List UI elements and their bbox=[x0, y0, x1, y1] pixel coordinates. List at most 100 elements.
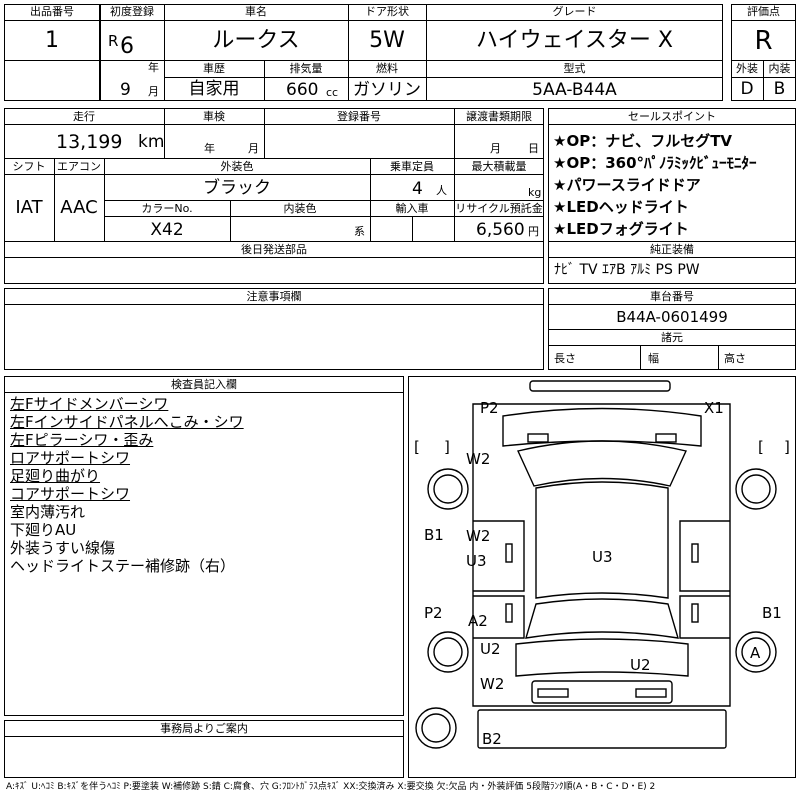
svg-text:W2: W2 bbox=[480, 675, 504, 693]
model-value: 5AA-B44A bbox=[532, 80, 617, 100]
svg-text:P2: P2 bbox=[480, 399, 499, 417]
score-label: 評価点 bbox=[747, 5, 780, 18]
shift-label: シフト bbox=[12, 160, 46, 173]
svg-text:B1: B1 bbox=[762, 604, 782, 622]
later-parts-label: 後日発送部品 bbox=[241, 243, 307, 256]
svg-text:]: ] bbox=[444, 438, 450, 456]
svg-text:U2: U2 bbox=[630, 656, 651, 674]
reg-year: 6 bbox=[120, 34, 134, 59]
svg-text:P2: P2 bbox=[424, 604, 443, 622]
inspector-note: ヘッドライトステー補修跡（右） bbox=[10, 557, 236, 575]
sales-point: ★LEDフォグライト bbox=[553, 220, 689, 238]
svg-text:B1: B1 bbox=[424, 526, 444, 544]
equipment-value: ﾅﾋﾞ TV ｴｱB ｱﾙﾐ PS PW bbox=[554, 262, 700, 278]
import-label: 輸入車 bbox=[395, 202, 429, 215]
exterior-grade-label: 外装 bbox=[736, 62, 758, 75]
inspector-note: コアサポートシワ bbox=[10, 485, 131, 503]
length-label: 長さ bbox=[554, 352, 576, 365]
caution-block bbox=[4, 288, 544, 370]
recycle-label: リサイクル預託金 bbox=[455, 202, 543, 215]
lot-number: 1 bbox=[45, 28, 59, 53]
mileage-unit: km bbox=[138, 132, 165, 152]
svg-text:A: A bbox=[750, 644, 761, 662]
colorno-value: X42 bbox=[150, 220, 184, 240]
interior-color-unit: 系 bbox=[354, 225, 365, 238]
model-label: 型式 bbox=[563, 62, 586, 75]
history-value: 自家用 bbox=[188, 79, 240, 99]
door-label: ドア形状 bbox=[365, 5, 409, 18]
transfer-month-unit: 月 bbox=[490, 142, 501, 155]
mileage-value: 13,199 bbox=[56, 131, 123, 153]
colorno-label: カラーNo. bbox=[141, 202, 193, 215]
transfer-label: 譲渡書類期限 bbox=[466, 110, 532, 123]
load-unit: kg bbox=[528, 186, 542, 199]
inspector-note: 室内薄汚れ bbox=[10, 503, 86, 521]
inspection-year-unit: 年 bbox=[204, 142, 215, 155]
displacement-label: 排気量 bbox=[289, 62, 323, 75]
caution-label: 注意事項欄 bbox=[246, 290, 302, 303]
inspector-note: 左Fインサイドパネルへこみ・シワ bbox=[10, 413, 244, 431]
transfer-day-unit: 日 bbox=[528, 142, 539, 155]
exterior-grade-value: D bbox=[740, 79, 754, 99]
grade-label: グレード bbox=[552, 5, 597, 18]
reg-label: 初度登録 bbox=[110, 5, 154, 18]
inspector-note: 外装うすい線傷 bbox=[10, 539, 116, 557]
inspector-note: 左Fピラーシワ・歪み bbox=[10, 431, 154, 449]
displacement-unit: cc bbox=[326, 86, 339, 99]
inspector-block bbox=[4, 376, 404, 716]
inspector-note: 下廻りAU bbox=[10, 521, 77, 539]
svg-text:U3: U3 bbox=[592, 548, 613, 566]
ac-value: AAC bbox=[60, 197, 98, 218]
interior-grade-label: 内装 bbox=[768, 62, 791, 75]
load-label: 最大積載量 bbox=[471, 160, 527, 173]
capacity-label: 乗車定員 bbox=[390, 160, 434, 173]
door-type: 5W bbox=[369, 28, 405, 53]
equipment-label: 純正装備 bbox=[650, 243, 694, 256]
name-label: 車名 bbox=[245, 5, 267, 18]
shift-value: IAT bbox=[15, 197, 43, 218]
sales-points-block bbox=[548, 108, 796, 284]
sales-label: セールスポイント bbox=[628, 110, 716, 123]
svg-text:U2: U2 bbox=[480, 640, 501, 658]
svg-text:]: ] bbox=[784, 438, 790, 456]
height-label: 高さ bbox=[724, 352, 746, 365]
grade-value: ハイウェイスター X bbox=[476, 28, 673, 53]
sales-point: ★LEDヘッドライト bbox=[553, 198, 689, 216]
fuel-label: 燃料 bbox=[376, 62, 398, 75]
svg-text:X1: X1 bbox=[704, 399, 724, 417]
inspector-note: 左Fサイドメンバーシワ bbox=[10, 395, 169, 413]
chassis-label: 車台番号 bbox=[650, 290, 694, 303]
reg-month: 9 bbox=[120, 80, 131, 100]
sales-point: ★OP：ナビ、フルセグTV bbox=[553, 132, 733, 150]
interior-color-label: 内装色 bbox=[283, 202, 317, 215]
svg-text:[: [ bbox=[414, 438, 420, 456]
svg-text:B2: B2 bbox=[482, 730, 502, 748]
svg-text:W2: W2 bbox=[466, 450, 490, 468]
inspector-note: 足廻り曲がり bbox=[10, 467, 101, 485]
reg-year-unit: 年 bbox=[148, 61, 159, 74]
sales-point: ★OP：360°ﾊﾟﾉﾗﾐｯｸﾋﾞｭｰﾓﾆﾀｰ bbox=[553, 154, 757, 172]
svg-text:A2: A2 bbox=[468, 612, 488, 630]
displacement-value: 660 bbox=[286, 80, 319, 100]
history-label: 車歴 bbox=[203, 62, 225, 75]
color-value: ブラック bbox=[203, 178, 271, 198]
sales-point: ★パワースライドドア bbox=[553, 176, 701, 194]
capacity-value: 4 bbox=[412, 179, 423, 199]
svg-text:U3: U3 bbox=[466, 552, 487, 570]
recycle-unit: 円 bbox=[528, 225, 539, 238]
inspection-label: 車検 bbox=[203, 110, 225, 123]
inspector-label: 検査員記入欄 bbox=[171, 378, 237, 391]
inspector-note: ロアサポートシワ bbox=[10, 449, 131, 467]
mileage-label: 走行 bbox=[73, 110, 95, 123]
car-name: ルークス bbox=[212, 28, 300, 53]
width-label: 幅 bbox=[648, 352, 659, 365]
office-label: 事務局よりご案内 bbox=[160, 722, 248, 735]
reg-era: R bbox=[108, 32, 119, 50]
svg-text:W2: W2 bbox=[466, 527, 490, 545]
ac-label: エアコン bbox=[57, 160, 101, 173]
interior-grade-value: B bbox=[773, 79, 786, 99]
office-block bbox=[4, 720, 404, 778]
car-diagram: P2 X1 W2 B1 W2 U3 U3 P2 A2 B1 U2 U2 A W2… bbox=[414, 380, 790, 749]
fuel-value: ガソリン bbox=[353, 80, 421, 100]
legend-text: A:ｷｽﾞ U:ﾍｺﾐ B:ｷｽﾞを伴うﾍｺﾐ P:要塗装 W:補修跡 S:錆 … bbox=[6, 782, 656, 792]
